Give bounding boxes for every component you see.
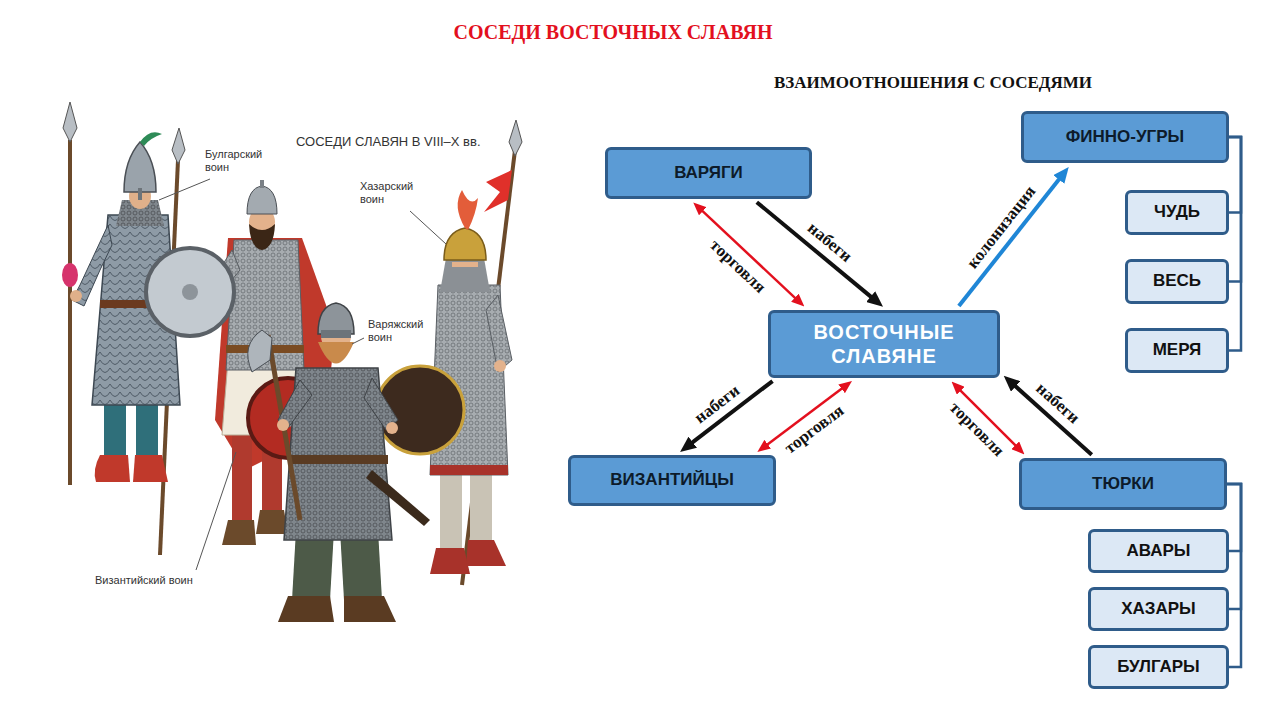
subgroup-box: АВАРЫ [1088,529,1229,573]
leg [232,430,252,525]
subgroup-box: ЧУДЬ [1125,190,1229,235]
hand [277,419,289,431]
boot [466,540,506,566]
hand [494,360,506,372]
subgroup-box: БУЛГАРЫ [1088,645,1229,689]
callout-label: Византийский воин [95,574,193,587]
section-heading: ВЗАИМООТНОШЕНИЯ С СОСЕДЯМИ [683,73,1183,93]
bracket-connector [1227,484,1241,667]
leader-line [410,211,446,244]
nose-guard [138,188,142,200]
box-label: ВАРЯГИ [674,163,743,183]
relation-arrow [757,202,872,298]
varangian-warrior [248,303,430,622]
relation-label: колонизация [962,180,1041,273]
box-label: ТЮРКИ [1092,474,1154,494]
leader-line [196,452,236,570]
box-label: ВИЗАНТИЙЦЫ [610,470,734,490]
box-label: БУЛГАРЫ [1117,657,1199,677]
spectacle-guard [321,330,351,338]
pennant [484,170,512,212]
sword-sheath [366,470,430,526]
mail-veil [440,258,490,292]
beard [249,224,275,250]
beard [318,342,354,364]
plume [140,132,162,146]
boot [278,596,334,622]
connectors [691,137,1241,667]
spearhead [172,128,185,164]
leader-line [159,179,210,200]
subgroup-box: МЕРЯ [1125,328,1229,373]
relation-label: набеги [803,217,858,267]
illustration-caption: СОСЕДИ СЛАВЯН В VIII–X вв. [296,134,481,150]
bracket-connector [1229,137,1241,213]
relation-arrow [959,178,1060,306]
box-label: ВЕСЬ [1153,271,1201,291]
central-box: ВОСТОЧНЫЕ СЛАВЯНЕ [768,310,1000,378]
axe-blade [248,330,272,372]
shield [146,248,234,336]
boot [95,455,130,482]
box-label: АВАРЫ [1127,541,1191,561]
helmet [247,186,277,214]
axe-handle [268,335,300,520]
subgroup-box: ВЕСЬ [1125,259,1229,304]
spearhead [509,120,522,156]
boot [430,548,470,574]
box-label: ФИННО-УГРЫ [1066,127,1184,147]
box-label: ВОСТОЧНЫЕ СЛАВЯНЕ [785,320,983,368]
subgroup-box: ХАЗАРЫ [1088,587,1229,631]
boot [256,510,288,534]
leader-lines [159,179,446,570]
relation-arrow [701,210,796,299]
callout-label: Хазарский воин [360,180,426,206]
helmet [124,142,156,192]
hand [70,290,82,302]
boot [133,455,168,482]
group-box: ФИННО-УГРЫ [1021,111,1229,163]
bracket-connector [1227,484,1241,551]
spearhead [63,102,77,142]
box-label: ХАЗАРЫ [1121,599,1196,619]
hem [430,465,508,475]
plume [458,190,478,230]
callout-label: Булгарский воин [205,148,277,174]
eye-slit [452,262,478,267]
spear [68,140,72,485]
group-box: ВИЗАНТИЙЦЫ [568,455,776,506]
bracket-connector [1229,137,1241,351]
box-label: ЧУДЬ [1154,202,1200,222]
group-box: ТЮРКИ [1019,458,1227,510]
helmet-spike [260,180,264,188]
hand [386,422,398,434]
boot [344,596,396,622]
helmet [318,303,354,334]
arm [486,295,512,372]
relation-label: набеги [1031,378,1085,429]
bracket-connector [1227,484,1241,609]
boot [222,520,256,545]
box-label: МЕРЯ [1153,340,1202,360]
leg [440,465,462,553]
bracket-connector [1229,137,1241,282]
group-box: ВАРЯГИ [605,147,812,199]
belt [288,455,388,464]
diagram-title: СОСЕДИ ВОСТОЧНЫХ СЛАВЯН [363,20,863,44]
shield-boss [182,284,198,300]
helmet [444,228,486,260]
pompom [62,263,78,287]
callout-label: Варяжский воин [368,318,434,344]
leader-line [352,338,364,344]
relation-label: набеги [689,379,745,428]
leg [470,465,492,545]
